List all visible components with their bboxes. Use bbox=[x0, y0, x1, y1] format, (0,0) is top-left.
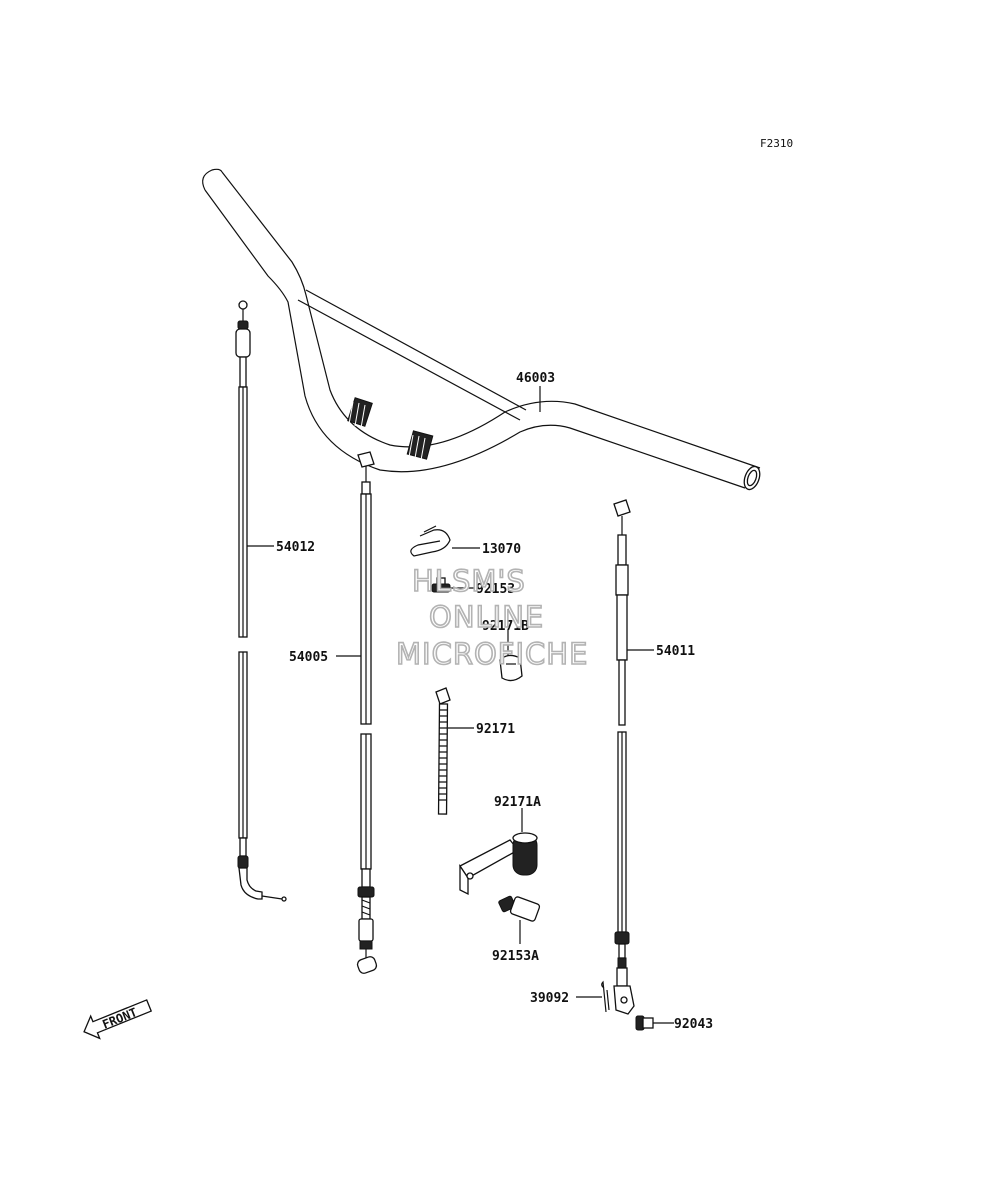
watermark-line2: ONLINE bbox=[429, 600, 544, 634]
band-92171[interactable] bbox=[435, 687, 451, 815]
clutch-cable[interactable] bbox=[356, 451, 378, 975]
bolt-92153a[interactable] bbox=[498, 895, 541, 922]
label-39092[interactable]: 39092 bbox=[530, 991, 569, 1006]
cotter-pin-39092[interactable] bbox=[601, 980, 610, 1013]
watermark: HLSM'S ONLINE MICROFICHE bbox=[395, 563, 588, 672]
watermark-line3: MICROFICHE bbox=[396, 637, 588, 671]
front-arrow-label: FRONT bbox=[100, 1005, 139, 1032]
clamp-92171b[interactable] bbox=[499, 654, 523, 682]
watermark-line1: HLSM'S bbox=[412, 564, 526, 598]
handlebar[interactable] bbox=[202, 168, 763, 491]
label-92153[interactable]: 92153 bbox=[476, 582, 515, 597]
label-92171a[interactable]: 92171A bbox=[494, 795, 541, 810]
label-92171b[interactable]: 92171B bbox=[482, 619, 529, 634]
clamp-92171a[interactable] bbox=[459, 832, 538, 896]
label-13070[interactable]: 13070 bbox=[482, 542, 521, 557]
label-46003[interactable]: 46003 bbox=[516, 371, 555, 386]
pin-92043[interactable] bbox=[635, 1015, 654, 1031]
throttle-cable[interactable] bbox=[235, 300, 287, 902]
label-92153a[interactable]: 92153A bbox=[492, 949, 539, 964]
label-54011[interactable]: 54011 bbox=[656, 644, 695, 659]
label-54012[interactable]: 54012 bbox=[276, 540, 315, 555]
brake-cable[interactable] bbox=[613, 499, 635, 1015]
label-92043[interactable]: 92043 bbox=[674, 1017, 713, 1032]
holder-wire[interactable] bbox=[410, 525, 451, 557]
knurl-right bbox=[406, 430, 434, 461]
front-arrow: FRONT bbox=[83, 999, 153, 1040]
label-54005[interactable]: 54005 bbox=[289, 650, 328, 665]
figure-code: F2310 bbox=[760, 137, 793, 150]
label-92171[interactable]: 92171 bbox=[476, 722, 515, 737]
knurl-left bbox=[347, 397, 373, 429]
